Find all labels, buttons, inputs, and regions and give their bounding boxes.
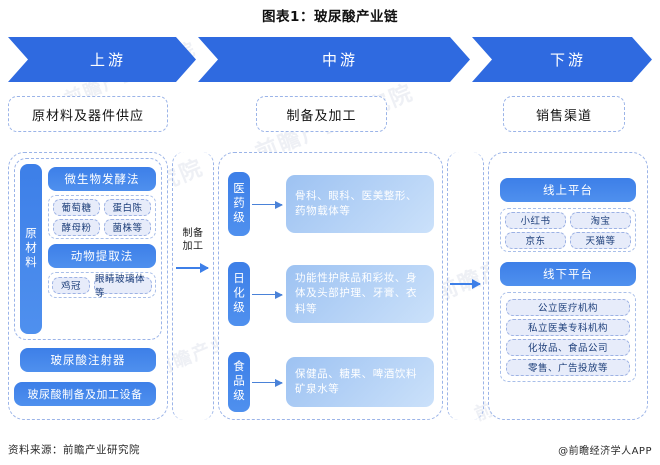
grade-content-food: 保健品、糖果、啤酒饮料矿泉水等 <box>286 357 434 407</box>
stage-banner-downstream: 下游 <box>472 37 652 82</box>
pill-public-medical: 公立医疗机构 <box>506 298 630 316</box>
pill-cockscomb: 鸡冠 <box>52 276 90 294</box>
header-upstream: 原材料及器件供应 <box>8 96 168 132</box>
stage-banner-upstream-label: 上游 <box>89 51 126 69</box>
raw-material-vertical-label: 原材料 <box>20 164 42 334</box>
injector-box: 玻尿酸注射器 <box>20 348 156 372</box>
pill-strain: 菌株等 <box>104 218 151 236</box>
stage-banner-row: 上游 中游 下游 <box>8 37 652 82</box>
offline-platform-title: 线下平台 <box>500 262 636 286</box>
connector-channel <box>172 152 214 420</box>
connector-label: 制备 加工 <box>174 228 212 253</box>
equipment-box: 玻尿酸制备及加工设备 <box>14 382 156 406</box>
connector-label-line2: 加工 <box>182 240 204 252</box>
online-platform-items: 小红书 淘宝 京东 天猫等 <box>500 208 636 252</box>
connector-arrow-midstream-downstream <box>450 279 481 289</box>
offline-platform-items: 公立医疗机构 私立医美专科机构 化妆品、食品公司 零售、广告投放等 <box>500 292 636 382</box>
grade-label-cosmetic: 日化级 <box>228 262 250 326</box>
arrow-grade-cosmetic <box>252 289 283 301</box>
online-platform-title: 线上平台 <box>500 178 636 202</box>
fermentation-items: 葡萄糖 蛋白陈 酵母粉 菌株等 <box>48 195 156 239</box>
extraction-title: 动物提取法 <box>48 244 156 268</box>
pill-xiaohongshu: 小红书 <box>505 211 566 229</box>
chart-title: 图表1：玻尿酸产业链 <box>262 9 398 25</box>
source-note: 资料来源：前瞻产业研究院 <box>8 444 140 456</box>
stage-banner-midstream: 中游 <box>198 37 470 82</box>
fermentation-title: 微生物发酵法 <box>48 167 156 191</box>
arrow-grade-food <box>252 377 283 389</box>
pill-peptone: 蛋白陈 <box>104 198 151 216</box>
pill-glucose: 葡萄糖 <box>53 198 100 216</box>
pill-retail-ads: 零售、广告投放等 <box>506 358 630 376</box>
grade-content-medical: 骨科、眼科、医美整形、药物载体等 <box>286 175 434 233</box>
pill-cosmetic-food: 化妆品、食品公司 <box>506 338 630 356</box>
stage-banner-midstream-label: 中游 <box>321 51 358 69</box>
grade-content-cosmetic: 功能性护肤品和彩妆、身体及头部护理、牙膏、衣料等 <box>286 265 434 323</box>
stage-banner-upstream: 上游 <box>8 37 196 82</box>
header-downstream: 销售渠道 <box>503 96 625 132</box>
pill-yeast: 酵母粉 <box>53 218 100 236</box>
pill-taobao: 淘宝 <box>570 211 631 229</box>
pill-private-medical: 私立医美专科机构 <box>506 318 630 336</box>
stage-banner-downstream-label: 下游 <box>549 51 586 69</box>
pill-tmall: 天猫等 <box>570 231 631 249</box>
arrow-grade-medical <box>252 199 283 211</box>
connector-label-line1: 制备 <box>182 228 204 239</box>
grade-label-food: 食品级 <box>228 352 250 412</box>
extraction-items: 鸡冠 眼睛玻璃体等 <box>48 272 156 299</box>
credit-note: @前瞻经济学人APP <box>558 446 652 457</box>
header-midstream: 制备及加工 <box>256 96 387 132</box>
connector-arrow-upstream-midstream <box>176 263 209 273</box>
connector-channel-2 <box>447 152 484 420</box>
grade-label-medical: 医药级 <box>228 172 250 236</box>
pill-jd: 京东 <box>505 231 566 249</box>
pill-vitreous: 眼睛玻璃体等 <box>94 274 152 299</box>
